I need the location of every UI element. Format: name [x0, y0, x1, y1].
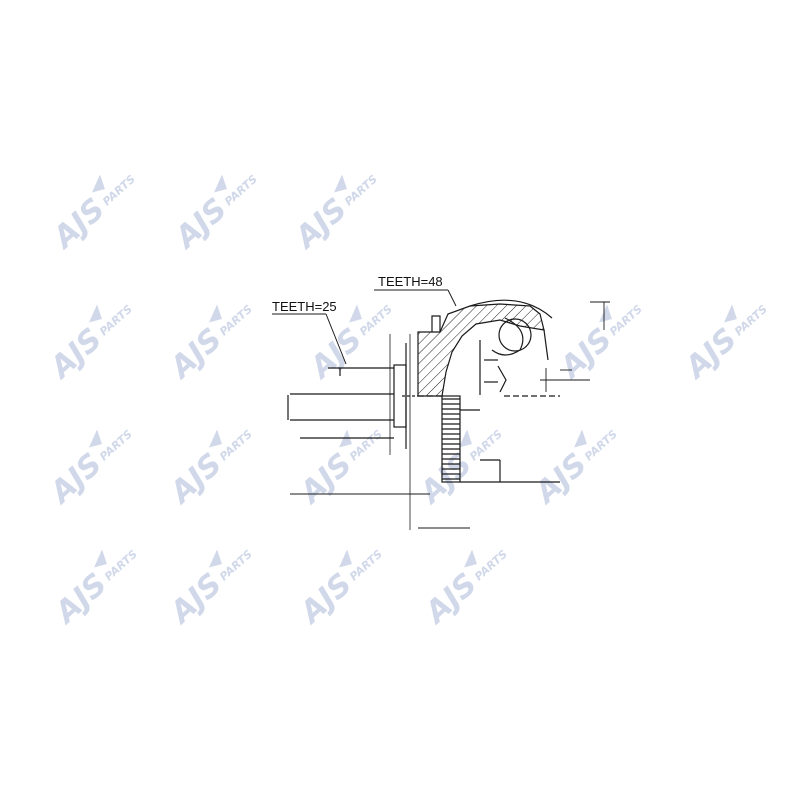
svg-text:PARTS: PARTS	[217, 548, 255, 584]
teeth-ring-label: TEETH=48	[378, 274, 443, 289]
splined-shaft	[287, 367, 394, 439]
svg-text:PARTS: PARTS	[732, 303, 770, 339]
svg-text:PARTS: PARTS	[467, 428, 505, 464]
outer-bell-housing	[417, 299, 553, 397]
svg-text:PARTS: PARTS	[607, 303, 645, 339]
svg-text:PARTS: PARTS	[97, 428, 135, 464]
dimension-lines	[290, 301, 610, 529]
svg-text:PARTS: PARTS	[582, 428, 620, 464]
svg-text:PARTS: PARTS	[102, 548, 140, 584]
svg-text:PARTS: PARTS	[342, 173, 380, 209]
leader-lines	[272, 289, 457, 365]
stub-axle-body	[418, 395, 560, 483]
svg-text:PARTS: PARTS	[222, 173, 260, 209]
svg-text:PARTS: PARTS	[357, 303, 395, 339]
svg-text:PARTS: PARTS	[97, 303, 135, 339]
svg-text:PARTS: PARTS	[217, 303, 255, 339]
flange	[389, 334, 418, 530]
abs-tone-ring	[441, 395, 461, 483]
svg-text:PARTS: PARTS	[347, 548, 385, 584]
watermark-layer: AJSPARTSAJSPARTSAJSPARTSAJSPARTSAJSPARTS…	[42, 173, 770, 632]
svg-text:PARTS: PARTS	[347, 428, 385, 464]
teeth-shaft-label: TEETH=25	[272, 299, 337, 314]
svg-text:PARTS: PARTS	[217, 428, 255, 464]
svg-text:PARTS: PARTS	[100, 173, 138, 209]
cv-joint-drawing	[272, 289, 610, 530]
svg-text:PARTS: PARTS	[472, 548, 510, 584]
